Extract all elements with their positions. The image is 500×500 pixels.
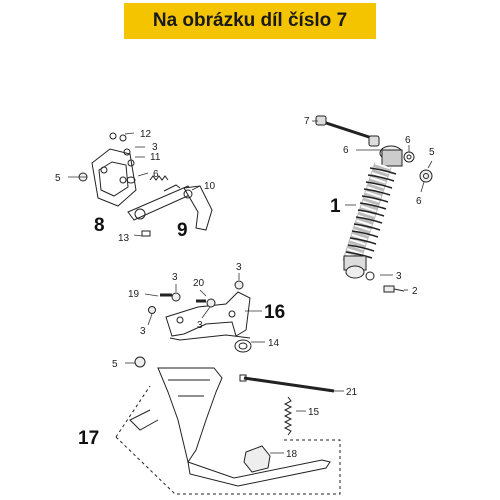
label-3d: 3 bbox=[140, 326, 146, 337]
label-6b: 6 bbox=[405, 135, 411, 146]
part-labels: 7 6 6 5 6 1 3 2 12 3 11 6 10 5 8 9 13 3 … bbox=[55, 116, 435, 460]
label-5a: 5 bbox=[55, 173, 61, 184]
banner-text: Na obrázku díl číslo 7 bbox=[152, 10, 348, 31]
label-9: 9 bbox=[177, 220, 188, 241]
small-spring bbox=[149, 175, 169, 181]
label-6a: 6 bbox=[343, 145, 349, 156]
label-15: 15 bbox=[308, 407, 320, 418]
label-7: 7 bbox=[304, 116, 310, 127]
label-3c: 3 bbox=[236, 262, 242, 273]
label-19: 19 bbox=[128, 289, 140, 300]
part-number-banner: Na obrázku díl číslo 7 bbox=[124, 3, 376, 39]
label-10: 10 bbox=[204, 181, 216, 192]
label-1: 1 bbox=[330, 196, 341, 217]
label-18: 18 bbox=[286, 449, 298, 460]
label-12: 12 bbox=[140, 129, 152, 140]
label-14: 14 bbox=[268, 338, 280, 349]
label-16: 16 bbox=[264, 302, 285, 323]
label-5b: 5 bbox=[112, 359, 118, 370]
label-21: 21 bbox=[346, 387, 358, 398]
middle-bracket bbox=[148, 280, 252, 353]
label-3f: 3 bbox=[396, 271, 402, 282]
label-17: 17 bbox=[78, 428, 99, 449]
label-6c: 6 bbox=[416, 196, 422, 207]
shock-absorber bbox=[315, 115, 433, 293]
label-8: 8 bbox=[94, 215, 105, 236]
label-2: 2 bbox=[412, 286, 418, 297]
label-5c: 5 bbox=[429, 147, 435, 158]
label-13: 13 bbox=[118, 233, 130, 244]
label-20: 20 bbox=[193, 278, 205, 289]
label-3a: 3 bbox=[152, 142, 158, 153]
label-11: 11 bbox=[150, 152, 161, 163]
centre-stand bbox=[129, 356, 335, 487]
label-3e: 3 bbox=[197, 320, 203, 331]
label-6d: 6 bbox=[153, 169, 159, 180]
label-3b: 3 bbox=[172, 272, 178, 283]
